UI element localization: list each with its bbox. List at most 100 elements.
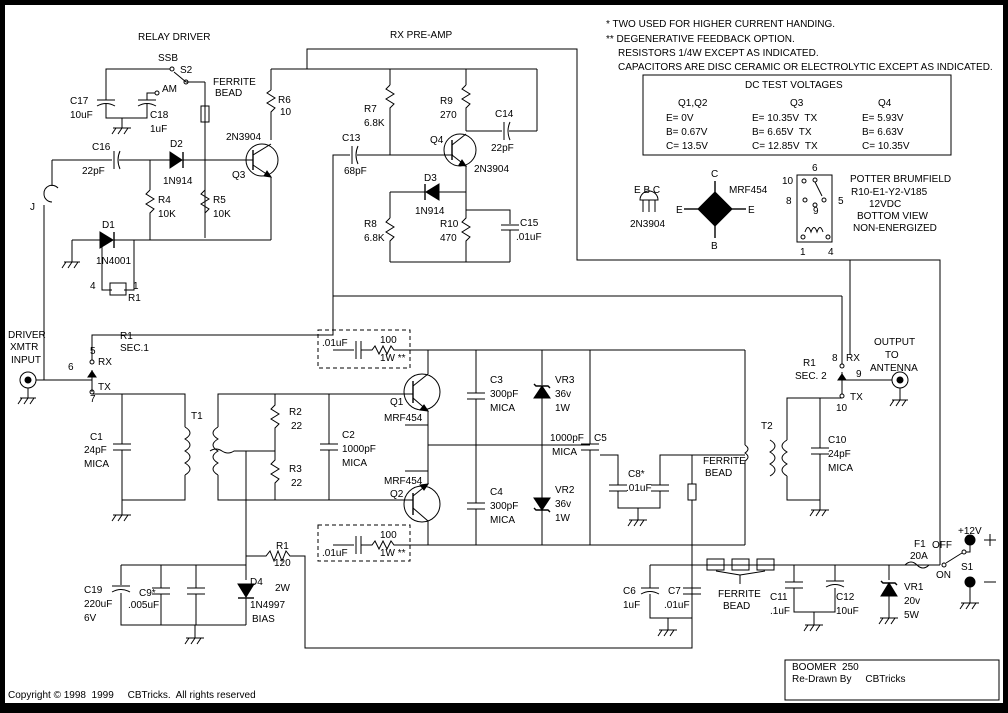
label-antenna: ANTENNA [870, 363, 918, 374]
label-c14: C14 [495, 109, 514, 120]
label-c19-value: 220uF [84, 599, 112, 610]
label-q2: Q2 [390, 489, 404, 500]
label-f1: F1 [914, 539, 926, 550]
label-vr2-watt: 1W [555, 513, 571, 524]
label-bead-3: BEAD [723, 601, 750, 612]
label-c5-mica: MICA [552, 447, 577, 458]
label-c12: C12 [836, 592, 855, 603]
label-c6: C6 [623, 586, 636, 597]
dc-test-voltages-table: DC TEST VOLTAGES Q1,Q2 Q3 Q4 E= 0V E= 10… [642, 74, 952, 156]
label-c14-value: 22pF [491, 143, 514, 154]
label-c4-value: 300pF [490, 501, 518, 512]
label-c10-value: 24pF [828, 449, 851, 460]
label-fb2-watt: 1W ** [380, 548, 406, 559]
label-fb-watt: 1W ** [380, 353, 406, 364]
label-vr1-watt: 5W [904, 610, 920, 621]
label-r2-value: 22 [291, 421, 303, 432]
label-fb2-resistor: 100 [380, 530, 397, 541]
label-d2-value: 1N914 [163, 176, 193, 187]
dc-header-q1q2: Q1,Q2 [678, 98, 708, 109]
label-c2-mica: MICA [342, 458, 367, 469]
relay-bottom-view: 6 10 8 9 5 1 4 POTTER BRUMFIELD R10-E1-Y… [782, 163, 951, 258]
relay-info-5: NON-ENERGIZED [853, 223, 937, 234]
label-q3: Q3 [232, 170, 246, 181]
label-c16: C16 [92, 142, 111, 153]
label-t1: T1 [191, 411, 203, 422]
label-c3-mica: MICA [490, 403, 515, 414]
dc-cell: B= 0.67V [666, 127, 708, 138]
label-d3: D3 [424, 173, 437, 184]
label-c3-value: 300pF [490, 389, 518, 400]
label-ssb: SSB [158, 53, 178, 64]
label-c6-value: 1uF [623, 600, 640, 611]
label-r2: R2 [289, 407, 302, 418]
relay-info-4: BOTTOM VIEW [857, 211, 928, 222]
dc-cell: C= 10.35V [862, 141, 910, 152]
label-vr3-watt: 1W [555, 403, 571, 414]
relay-pin: 9 [813, 206, 819, 217]
label-input: INPUT [11, 355, 41, 366]
relay-info-1: POTTER BRUMFIELD [850, 174, 951, 185]
note-3: RESISTORS 1/4W EXCEPT AS INDICATED. [618, 48, 819, 59]
label-ferrite-3: FERRITE [718, 589, 761, 600]
label-q1: Q1 [390, 397, 404, 408]
label-c1: C1 [90, 432, 103, 443]
label-r5: R5 [213, 195, 226, 206]
label-f1-value: 20A [910, 551, 928, 562]
label-fb-resistor: 100 [380, 335, 397, 346]
label-c10: C10 [828, 435, 847, 446]
label-bead-2: BEAD [705, 468, 732, 479]
dc-cell: C= 12.85V TX [752, 141, 818, 152]
label-j: J [30, 202, 35, 213]
label-fb-cap: .01uF [322, 338, 348, 349]
title-block: BOOMER 250 Re-Drawn By CBTricks [784, 659, 1000, 701]
dc-header-q4: Q4 [878, 98, 892, 109]
label-r6-value: 10 [280, 107, 292, 118]
label-q4: Q4 [430, 135, 444, 146]
pin: 7 [90, 394, 96, 405]
relay-pin: 6 [812, 163, 818, 174]
relay-pin: 8 [786, 196, 792, 207]
note-1: * TWO USED FOR HIGHER CURRENT HANDING. [606, 19, 835, 30]
dc-cell: E= 5.93V [862, 113, 904, 124]
label-c19-watt: 6V [84, 613, 97, 624]
label-r1-bias: R1 [276, 541, 289, 552]
pin: 8 [832, 353, 838, 364]
label-vr1: VR1 [904, 582, 924, 593]
label-r1-sec2: R1 [803, 358, 816, 369]
label-off: OFF [932, 540, 952, 551]
label-c18-value: 1uF [150, 124, 167, 135]
label-r10-value: 470 [440, 233, 457, 244]
label-sec2: SEC. 2 [795, 371, 827, 382]
label-r3: R3 [289, 464, 302, 475]
label-c15-value: .01uF [516, 232, 542, 243]
label-c12-value: 10uF [836, 606, 859, 617]
note-2: ** DEGENERATIVE FEEDBACK OPTION. [606, 34, 795, 45]
pinout-power-part: MRF454 [729, 185, 768, 196]
label-c1-value: 24pF [84, 445, 107, 456]
label-r1-bias-watt: 2W [275, 583, 291, 594]
note-4: CAPACITORS ARE DISC CERAMIC OR ELECTROLY… [618, 62, 993, 73]
label-q1-part: MRF454 [384, 413, 423, 424]
pin-e: E [676, 205, 683, 216]
label-c9-value: .005uF [128, 600, 159, 611]
label-rx-2: RX [846, 353, 860, 364]
dc-cell: C= 13.5V [666, 141, 708, 152]
label-bead-top: BEAD [215, 88, 242, 99]
dc-header-q3: Q3 [790, 98, 804, 109]
label-r7-value: 6.8K [364, 118, 385, 129]
pin: 10 [836, 403, 848, 414]
label-c17: C17 [70, 96, 89, 107]
label-vr1-value: 20v [904, 596, 920, 607]
pinout-2n3904: E B C 2N3904 [630, 185, 665, 230]
dc-cell: B= 6.65V TX [752, 127, 812, 138]
label-r6: R6 [278, 95, 291, 106]
label-d1: D1 [102, 220, 115, 231]
label-r1-bias-value: 120 [274, 558, 291, 569]
relay-pin: 1 [800, 247, 806, 258]
label-ferrite-2: FERRITE [703, 456, 746, 467]
label-plus12v: +12V [958, 526, 982, 537]
label-d1-value: 1N4001 [96, 256, 131, 267]
